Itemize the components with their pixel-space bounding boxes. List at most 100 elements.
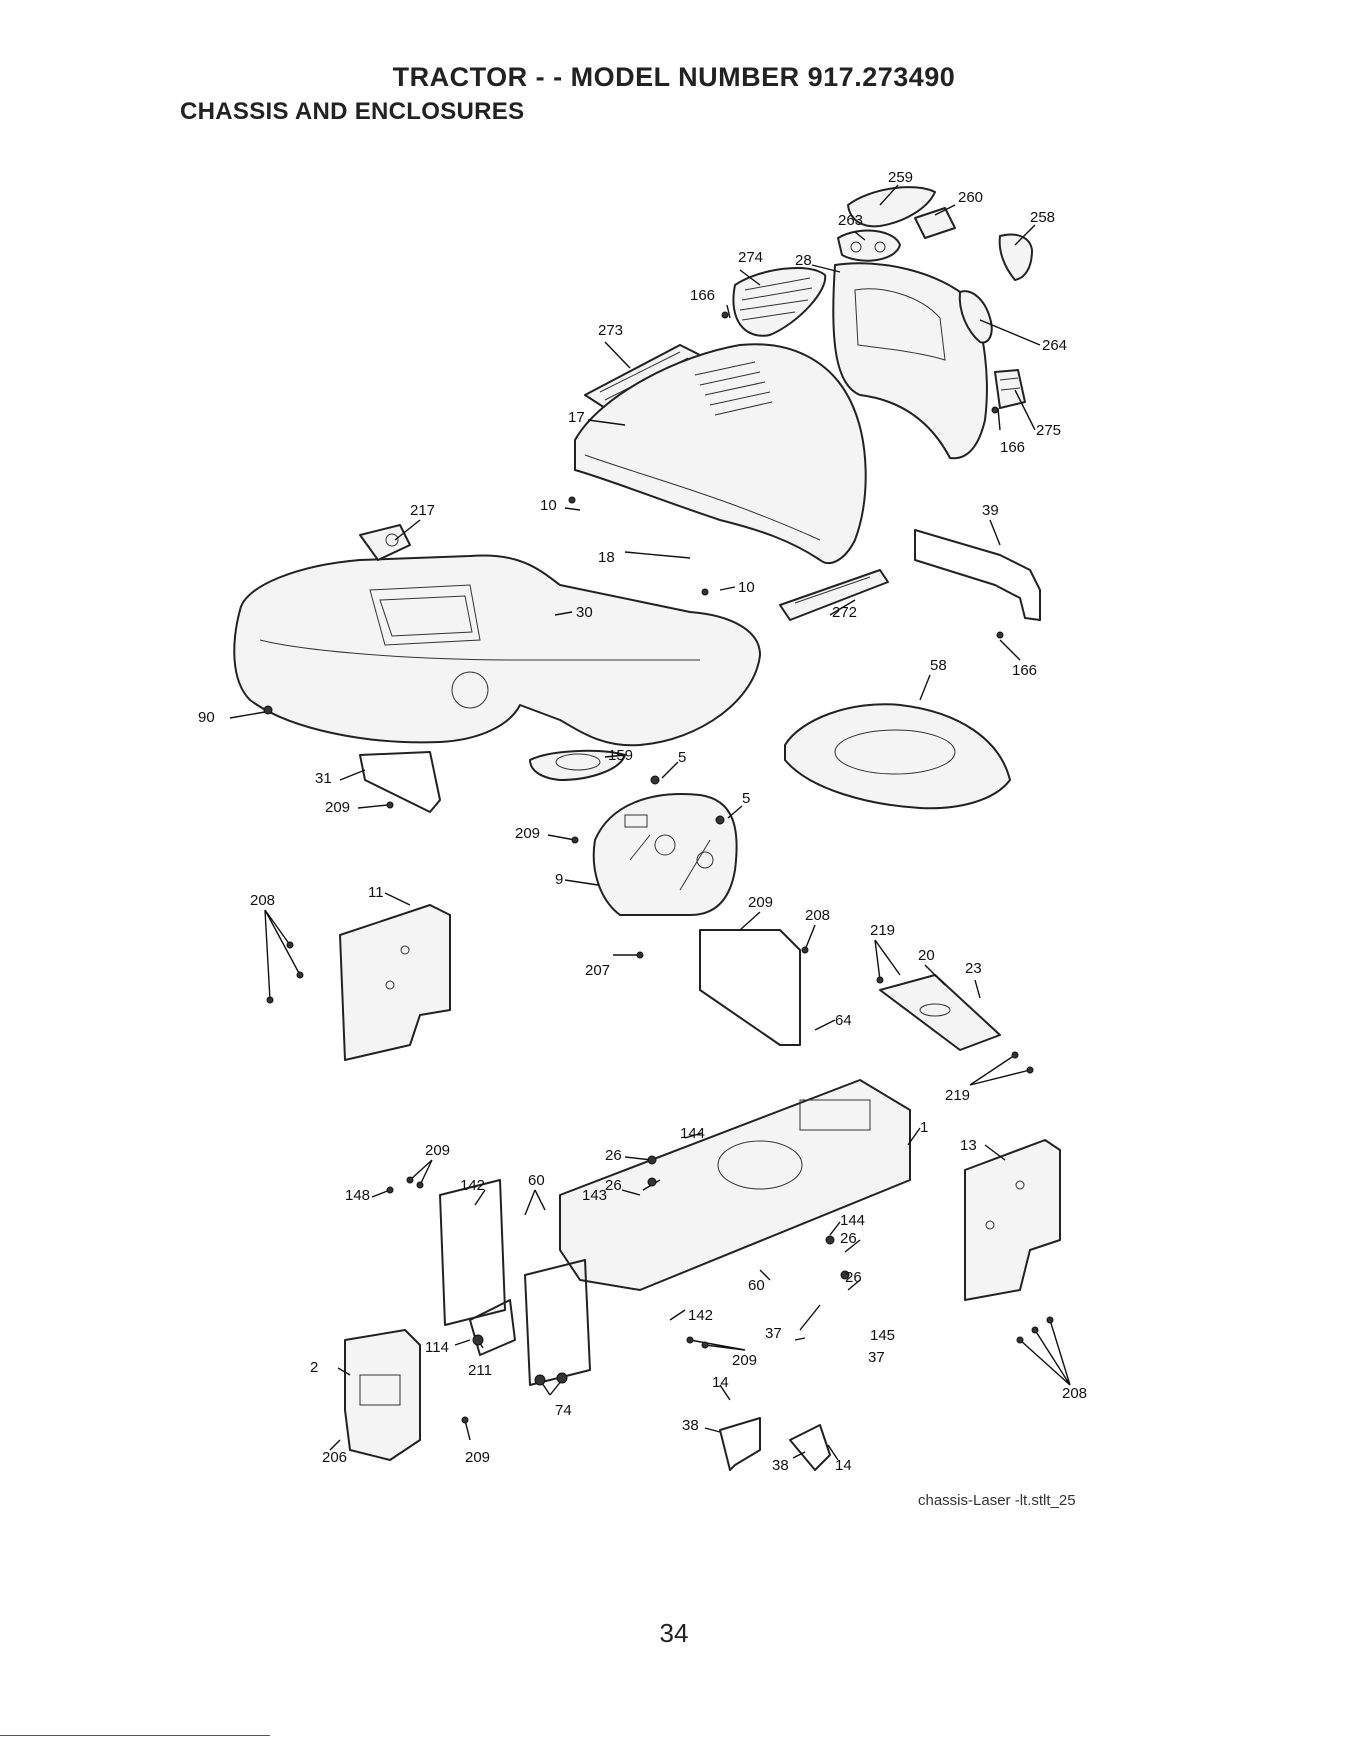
callout-label: 273 <box>598 322 623 339</box>
callout-label: 13 <box>960 1137 977 1154</box>
callout-label: 144 <box>840 1212 865 1229</box>
callout-label: 143 <box>582 1187 607 1204</box>
pan-part-58 <box>784 703 1011 810</box>
callout-label: 258 <box>1030 209 1055 226</box>
hood-hinge-bracket-part-39 <box>914 529 1041 621</box>
light-housing-part-263 <box>837 229 901 262</box>
plate-part-20 <box>879 974 1001 1051</box>
callout-label: 23 <box>965 960 982 977</box>
callout-label: 31 <box>315 770 332 787</box>
callout-label: 208 <box>1062 1385 1087 1402</box>
headlight-lens-part-259 <box>847 186 936 228</box>
callout-label: 39 <box>982 502 999 519</box>
callout-label: 142 <box>688 1307 713 1324</box>
cap-part-258 <box>998 233 1033 281</box>
bracket-part-275 <box>994 369 1026 409</box>
callout-label: 207 <box>585 962 610 979</box>
callout-label: 20 <box>918 947 935 964</box>
callout-label: 259 <box>888 169 913 186</box>
callout-label: 10 <box>738 579 755 596</box>
drawing-id: chassis-Laser -lt.stlt_25 <box>918 1492 1076 1509</box>
callout-label: 219 <box>945 1087 970 1104</box>
callout-label: 142 <box>460 1177 485 1194</box>
callout-label: 17 <box>568 409 585 426</box>
callout-label: 166 <box>1012 662 1037 679</box>
callout-label: 211 <box>468 1362 492 1379</box>
callout-label: 209 <box>732 1352 757 1369</box>
callout-label: 38 <box>682 1417 699 1434</box>
callout-label: 9 <box>555 871 563 888</box>
front-bracket-part-2 <box>344 1329 421 1461</box>
callout-label: 148 <box>345 1187 370 1204</box>
callout-label: 14 <box>835 1457 852 1474</box>
callout-label: 159 <box>608 747 633 764</box>
bracket-part-31 <box>359 751 441 813</box>
callout-label: 217 <box>410 502 435 519</box>
seat-hinge-part-217 <box>359 524 411 561</box>
callout-label: 1 <box>920 1119 928 1136</box>
callout-label: 208 <box>250 892 275 909</box>
section-subtitle: CHASSIS AND ENCLOSURES <box>180 98 525 125</box>
callout-label: 26 <box>605 1177 622 1194</box>
callout-label: 264 <box>1042 337 1067 354</box>
callout-label: 2 <box>310 1359 318 1376</box>
callout-label: 37 <box>868 1349 885 1366</box>
headlight-part-264 <box>958 290 993 344</box>
footer-divider <box>0 1735 270 1736</box>
callout-label: 26 <box>840 1230 857 1247</box>
callout-label: 272 <box>832 604 857 621</box>
callout-label: 209 <box>748 894 773 911</box>
callout-label: 26 <box>845 1269 862 1286</box>
callout-label: 206 <box>322 1449 347 1466</box>
callout-label: 166 <box>690 287 715 304</box>
callout-labels: 259 260 263 258 274 28 166 264 273 275 1… <box>198 169 1087 1474</box>
callout-label: 90 <box>198 709 215 726</box>
callout-label: 38 <box>772 1457 789 1474</box>
cup-holder-part-159 <box>529 749 626 781</box>
callout-label: 60 <box>748 1277 765 1294</box>
fender-part-30 <box>233 554 761 747</box>
callout-label: 209 <box>465 1449 490 1466</box>
callout-label: 14 <box>712 1374 729 1391</box>
callout-label: 58 <box>930 657 947 674</box>
deflector-part-38a <box>719 1417 761 1471</box>
dash-console-part-9 <box>592 793 738 916</box>
callout-label: 18 <box>598 549 615 566</box>
callout-label: 60 <box>528 1172 545 1189</box>
callout-label: 209 <box>425 1142 450 1159</box>
page-title: TRACTOR - - MODEL NUMBER 917.273490 <box>392 62 956 92</box>
hood-strap-part-272 <box>779 569 889 621</box>
callout-label: 208 <box>805 907 830 924</box>
callout-label: 30 <box>576 604 593 621</box>
deflector-part-38b <box>789 1424 831 1471</box>
side-panel-part-13 <box>964 1139 1061 1301</box>
callout-label: 209 <box>325 799 350 816</box>
callout-label: 209 <box>515 825 540 842</box>
frame-plate-left-part-142 <box>439 1179 506 1326</box>
dash-support-part-64 <box>699 929 801 1046</box>
hardware-fasteners <box>263 311 1054 1424</box>
callout-label: 5 <box>742 790 750 807</box>
callout-label: 64 <box>835 1012 852 1029</box>
grille-part-274 <box>732 266 827 337</box>
bracket-part-114 <box>469 1299 516 1356</box>
page-number: 34 <box>659 1618 689 1648</box>
callout-label: 5 <box>678 749 686 766</box>
light-bar-part-260 <box>914 207 956 239</box>
callout-label: 275 <box>1036 422 1061 439</box>
hood-part-17 <box>574 343 867 565</box>
callout-label: 144 <box>680 1125 705 1142</box>
callout-label: 219 <box>870 922 895 939</box>
callout-label: 74 <box>555 1402 572 1419</box>
callout-label: 274 <box>738 249 763 266</box>
side-panel-part-11 <box>339 904 451 1061</box>
dash-panel-part-28 <box>832 262 988 460</box>
callout-label: 166 <box>1000 439 1025 456</box>
leader-lines <box>229 184 1071 1461</box>
callout-label: 260 <box>958 189 983 206</box>
callout-label: 11 <box>368 884 384 901</box>
frame-plate-right-part-142 <box>524 1259 591 1386</box>
callout-label: 10 <box>540 497 557 514</box>
callout-label: 26 <box>605 1147 622 1164</box>
